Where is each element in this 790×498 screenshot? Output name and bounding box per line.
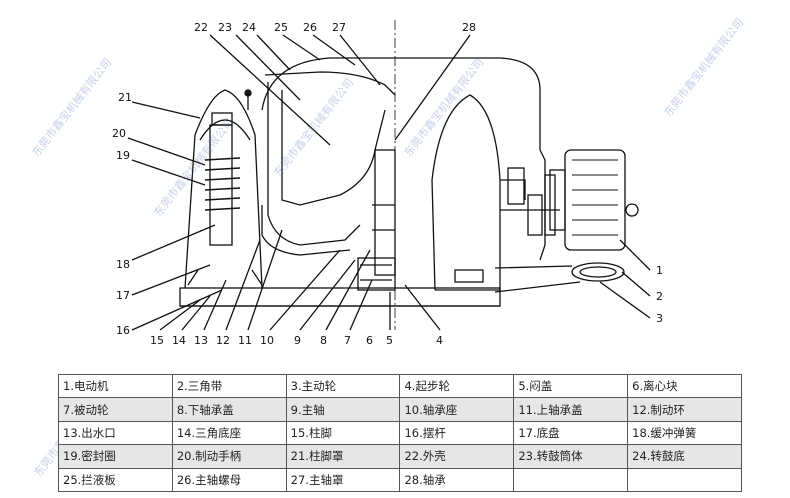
legend-cell: 8.下轴承盖 <box>171 397 287 422</box>
legend-cell: 18.缓冲弹簧 <box>627 420 742 446</box>
callouts-left: 21 20 19 18 17 16 <box>112 91 132 337</box>
callout-19: 19 <box>116 149 130 162</box>
legend-cell: 15.柱脚 <box>285 420 401 446</box>
callout-15: 15 <box>150 334 164 347</box>
legend-cell: 27.主轴罩 <box>285 467 401 493</box>
callout-12: 12 <box>216 334 230 347</box>
parts-legend-table: 1.电动机 2.三角带 3.主动轮 4.起步轮 5.闷盖 6.离心块 7.被动轮… <box>58 373 742 493</box>
legend-cell: 1.电动机 <box>58 373 173 399</box>
legend-cell: 25.拦液板 <box>58 467 173 493</box>
legend-cell: 13.出水口 <box>58 420 173 446</box>
legend-cell: 28.轴承 <box>399 467 515 493</box>
legend-cell: 14.三角底座 <box>171 420 287 446</box>
callout-14: 14 <box>172 334 186 347</box>
callout-8: 8 <box>320 334 327 347</box>
callout-23: 23 <box>218 21 232 34</box>
callouts-bottom: 15 14 13 12 11 10 9 8 7 6 5 4 <box>150 334 443 347</box>
legend-cell: 10.轴承座 <box>399 397 515 422</box>
callout-13: 13 <box>194 334 208 347</box>
callout-2: 2 <box>656 290 663 303</box>
legend-cell <box>627 467 742 493</box>
callout-9: 9 <box>294 334 301 347</box>
callouts-top: 22 23 24 25 26 27 28 <box>194 21 476 34</box>
callout-7: 7 <box>344 334 351 347</box>
legend-cell: 7.被动轮 <box>58 397 173 422</box>
callout-17: 17 <box>116 289 130 302</box>
callout-26: 26 <box>303 21 317 34</box>
legend-row: 13.出水口 14.三角底座 15.柱脚 16.摆杆 17.底盘 18.缓冲弹簧 <box>58 420 742 446</box>
legend-cell: 3.主动轮 <box>285 373 401 399</box>
legend-cell: 11.上轴承盖 <box>513 397 629 422</box>
callout-20: 20 <box>112 127 126 140</box>
callout-11: 11 <box>238 334 252 347</box>
legend-cell: 24.转鼓底 <box>627 444 742 469</box>
legend-cell: 21.柱脚罩 <box>285 444 401 469</box>
legend-cell: 23.转鼓筒体 <box>513 444 629 469</box>
callout-16: 16 <box>116 324 130 337</box>
callout-6: 6 <box>366 334 373 347</box>
legend-cell: 6.离心块 <box>627 373 742 399</box>
legend-cell: 16.摆杆 <box>399 420 515 446</box>
callout-27: 27 <box>332 21 346 34</box>
legend-cell: 20.制动手柄 <box>171 444 287 469</box>
legend-cell: 5.闷盖 <box>513 373 629 399</box>
callout-21: 21 <box>118 91 132 104</box>
centrifuge-section-drawing: 22 23 24 25 26 27 28 21 20 19 18 17 16 1… <box>112 20 663 347</box>
callouts-right: 1 2 3 <box>656 264 663 325</box>
legend-cell: 12.制动环 <box>627 397 742 422</box>
legend-row: 7.被动轮 8.下轴承盖 9.主轴 10.轴承座 11.上轴承盖 12.制动环 <box>58 397 742 422</box>
legend-cell: 4.起步轮 <box>399 373 515 399</box>
legend-row: 1.电动机 2.三角带 3.主动轮 4.起步轮 5.闷盖 6.离心块 <box>58 373 742 399</box>
callout-5: 5 <box>386 334 393 347</box>
callout-3: 3 <box>656 312 663 325</box>
callout-22: 22 <box>194 21 208 34</box>
legend-row: 19.密封圈 20.制动手柄 21.柱脚罩 22.外壳 23.转鼓筒体 24.转… <box>58 444 742 469</box>
callout-18: 18 <box>116 258 130 271</box>
callout-10: 10 <box>260 334 274 347</box>
legend-cell: 19.密封圈 <box>58 444 173 469</box>
legend-cell: 9.主轴 <box>285 397 401 422</box>
legend-cell: 2.三角带 <box>171 373 287 399</box>
callout-1: 1 <box>656 264 663 277</box>
callout-25: 25 <box>274 21 288 34</box>
legend-row: 25.拦液板 26.主轴螺母 27.主轴罩 28.轴承 <box>58 467 742 493</box>
legend-cell: 17.底盘 <box>513 420 629 446</box>
callout-28: 28 <box>462 21 476 34</box>
legend-cell: 22.外壳 <box>399 444 515 469</box>
legend-cell <box>513 467 629 493</box>
legend-cell: 26.主轴螺母 <box>171 467 287 493</box>
callout-4: 4 <box>436 334 443 347</box>
callout-24: 24 <box>242 21 256 34</box>
